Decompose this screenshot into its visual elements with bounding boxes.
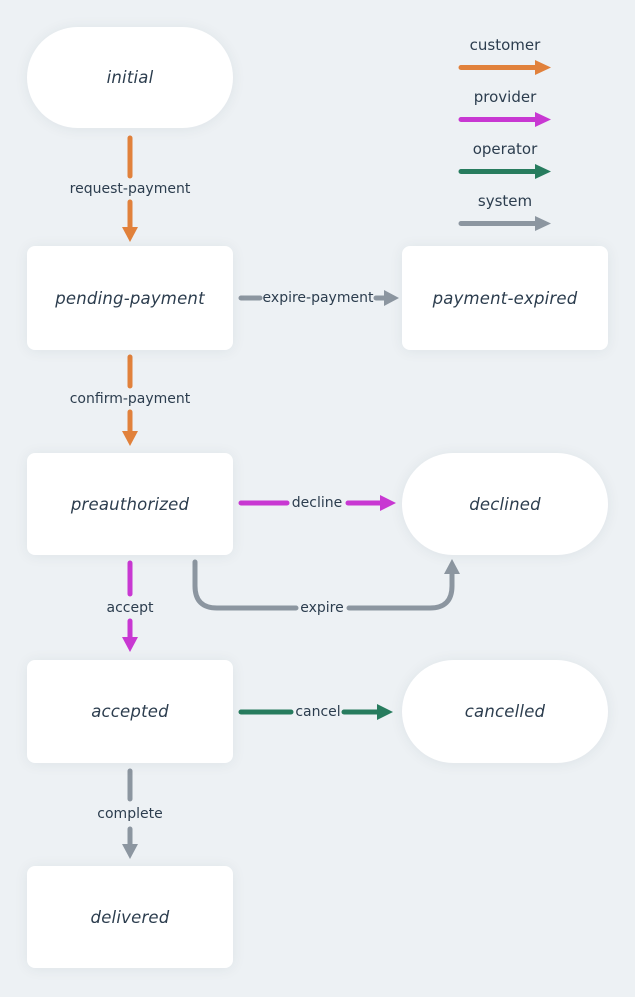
transition-label-cancel: cancel	[295, 704, 341, 720]
transition-label-decline: decline	[291, 495, 343, 511]
state-pending-payment: pending-payment	[27, 246, 233, 350]
state-delivered: delivered	[27, 866, 233, 968]
state-payment-expired: payment-expired	[402, 246, 608, 350]
legend-label-provider: provider	[473, 88, 537, 106]
transition-label-complete: complete	[97, 806, 163, 822]
state-declined-label: declined	[469, 494, 541, 514]
transition-label-request-payment: request-payment	[69, 181, 191, 197]
transition-label-confirm-payment: confirm-payment	[69, 391, 191, 407]
arrow-request-payment	[122, 135, 138, 242]
arrow-complete	[122, 768, 138, 859]
state-pending-payment-label: pending-payment	[55, 288, 205, 308]
legend-item-operator: operator	[458, 138, 552, 179]
legend: customer provider operator system	[458, 34, 552, 242]
state-preauthorized-label: preauthorized	[70, 494, 190, 514]
system-arrow-icon	[458, 216, 551, 231]
state-cancelled-label: cancelled	[464, 702, 546, 721]
state-delivered-label: delivered	[90, 907, 170, 927]
arrow-cancel	[238, 704, 393, 720]
state-accepted: accepted	[27, 660, 233, 763]
transition-label-expire: expire	[300, 600, 344, 616]
arrow-accept	[122, 560, 138, 652]
transition-label-expire-payment: expire-payment	[262, 290, 374, 306]
arrow-confirm-payment	[122, 354, 138, 446]
arrow-expire-payment	[238, 290, 399, 306]
legend-item-system: system	[458, 190, 552, 231]
state-accepted-label: accepted	[91, 702, 169, 721]
legend-item-provider: provider	[458, 86, 552, 127]
legend-item-customer: customer	[458, 34, 552, 75]
arrow-expire	[192, 559, 460, 611]
state-payment-expired-label: payment-expired	[432, 288, 578, 308]
state-initial-label: initial	[106, 68, 154, 87]
arrow-decline	[238, 495, 396, 511]
legend-label-customer: customer	[469, 36, 541, 54]
provider-arrow-icon	[458, 112, 551, 127]
state-preauthorized: preauthorized	[27, 453, 233, 555]
legend-label-operator: operator	[472, 140, 538, 158]
operator-arrow-icon	[458, 164, 551, 179]
customer-arrow-icon	[458, 60, 551, 75]
state-initial: initial	[27, 27, 233, 128]
legend-label-system: system	[477, 192, 533, 210]
state-declined: declined	[402, 453, 608, 555]
transition-label-accept: accept	[106, 600, 154, 616]
state-cancelled: cancelled	[402, 660, 608, 763]
